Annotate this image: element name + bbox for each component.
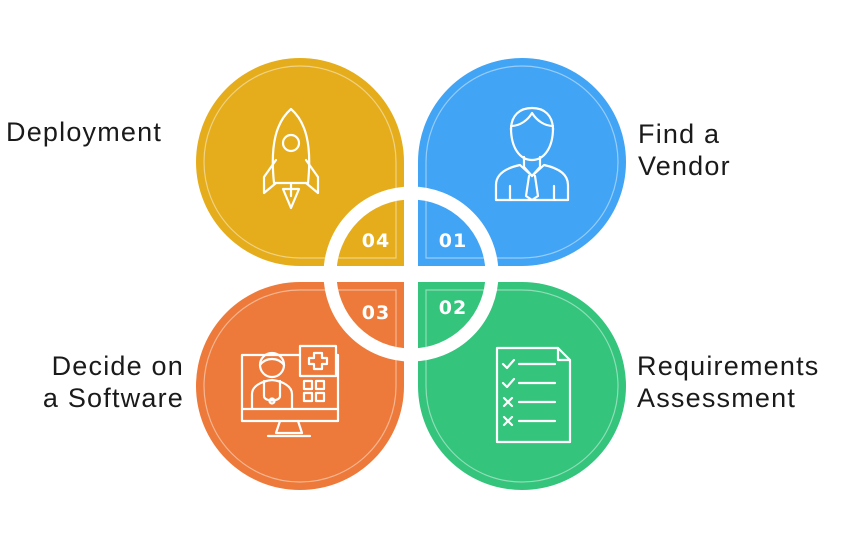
label-decide-on-software: Decide on a Software — [22, 350, 184, 414]
step-number-02: 02 — [439, 297, 467, 319]
label-deployment: Deployment — [6, 116, 162, 148]
label-requirements-assessment-line1: Requirements — [637, 351, 820, 381]
label-find-a-vendor-line1: Find a — [638, 119, 721, 149]
checklist-icon — [495, 346, 572, 444]
label-requirements-assessment-line2: Assessment — [637, 383, 797, 413]
step-number-04: 04 — [362, 230, 390, 252]
telemedicine-monitor-icon — [240, 344, 340, 438]
label-find-a-vendor-line2: Vendor — [638, 151, 731, 181]
step-number-03: 03 — [362, 302, 390, 324]
label-deployment-text: Deployment — [6, 117, 163, 147]
step-number-01: 01 — [439, 230, 467, 252]
horizontal-gap — [190, 266, 632, 282]
businessman-icon — [494, 106, 570, 202]
label-decide-on-software-line2: a Software — [42, 383, 184, 413]
rocket-icon — [262, 107, 320, 210]
label-find-a-vendor: Find a Vendor — [638, 118, 731, 182]
label-requirements-assessment: Requirements Assessment — [637, 350, 819, 414]
label-decide-on-software-line1: Decide on — [51, 351, 184, 381]
